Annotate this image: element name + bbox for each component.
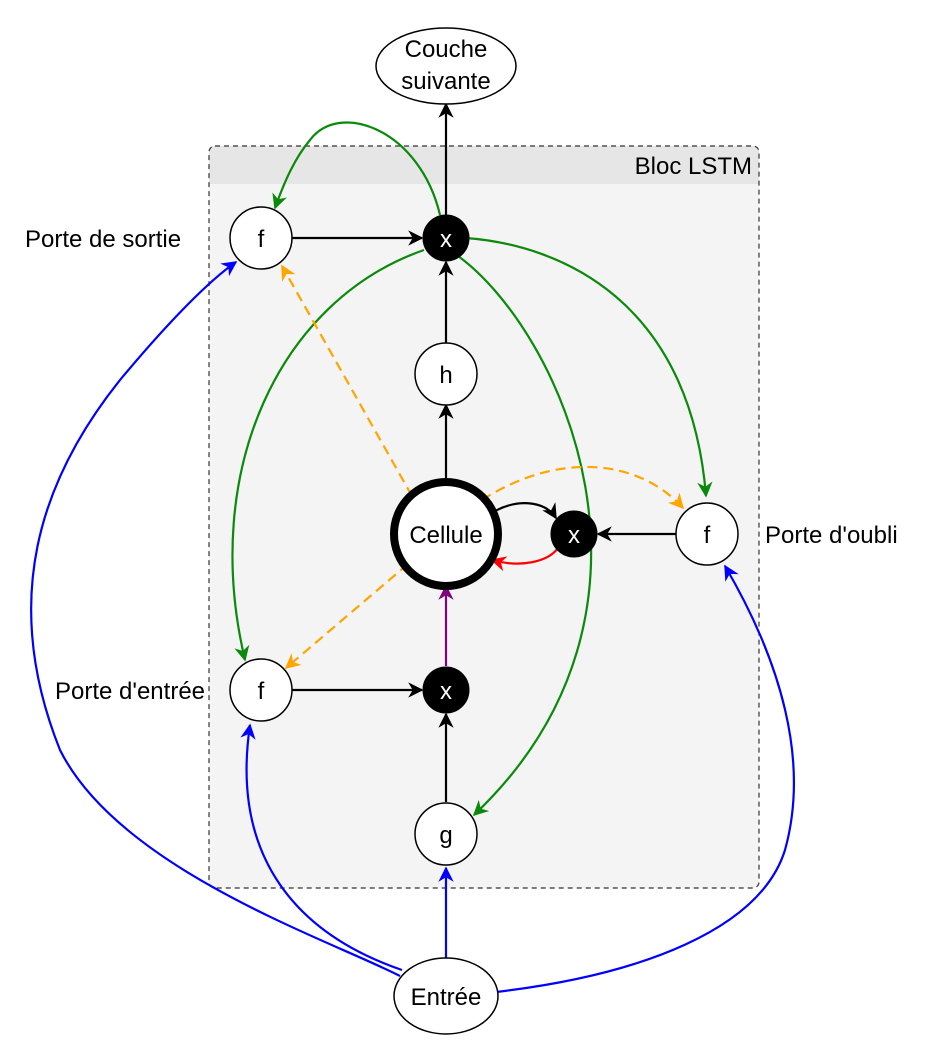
node-h: h <box>414 342 478 406</box>
edge-feedback-to-input-gate <box>231 248 425 662</box>
node-mult-cell: x <box>550 510 598 558</box>
edge-input-to-output-gate <box>30 261 401 977</box>
forget-gate-symbol: f <box>704 522 711 549</box>
edge-feedback-to-g <box>457 255 593 817</box>
edge-input-to-input-gate <box>240 723 403 972</box>
mult-input-symbol: x <box>440 678 452 705</box>
node-next-layer: Couche suivante <box>375 27 517 105</box>
edge-peephole-to-forget-gate <box>481 465 685 510</box>
output-gate-symbol: f <box>258 226 265 253</box>
input-label: Entrée <box>411 984 482 1011</box>
edge-input-to-forget-gate <box>495 564 795 994</box>
main-edges <box>292 102 676 802</box>
node-mult-input: x <box>422 666 470 714</box>
edge-feedback-to-forget-gate <box>465 236 713 498</box>
edge-cell-mult-to-cell <box>490 547 559 572</box>
edge-cell-to-cell-mult <box>489 502 557 520</box>
mult-top-symbol: x <box>440 226 452 253</box>
node-input-gate: f <box>229 658 293 722</box>
node-output-gate: f <box>229 206 293 270</box>
h-symbol: h <box>439 362 452 389</box>
input-edges <box>30 261 795 994</box>
edge-peephole-to-input-gate <box>284 563 409 669</box>
node-mult-top: x <box>422 214 470 262</box>
node-forget-gate: f <box>675 502 739 566</box>
g-symbol: g <box>439 822 452 849</box>
node-input: Entrée <box>393 957 499 1035</box>
mult-cell-symbol: x <box>568 522 580 549</box>
peephole-edges <box>281 264 685 669</box>
input-gate-symbol: f <box>258 678 265 705</box>
next-layer-line1: Couche <box>405 36 488 63</box>
edge-peephole-to-output-gate <box>281 264 413 497</box>
node-cell: Cellule <box>390 478 502 590</box>
block-title: Bloc LSTM <box>635 153 752 180</box>
output-gate-label: Porte de sortie <box>25 226 181 253</box>
forget-gate-label: Porte d'oubli <box>765 522 898 549</box>
edge-feedback-to-output-gate <box>272 121 442 216</box>
node-g: g <box>414 802 478 866</box>
next-layer-line2: suivante <box>401 68 490 95</box>
cell-label: Cellule <box>409 522 482 549</box>
feedback-edges <box>231 121 713 817</box>
input-gate-label: Porte d'entrée <box>55 678 205 705</box>
